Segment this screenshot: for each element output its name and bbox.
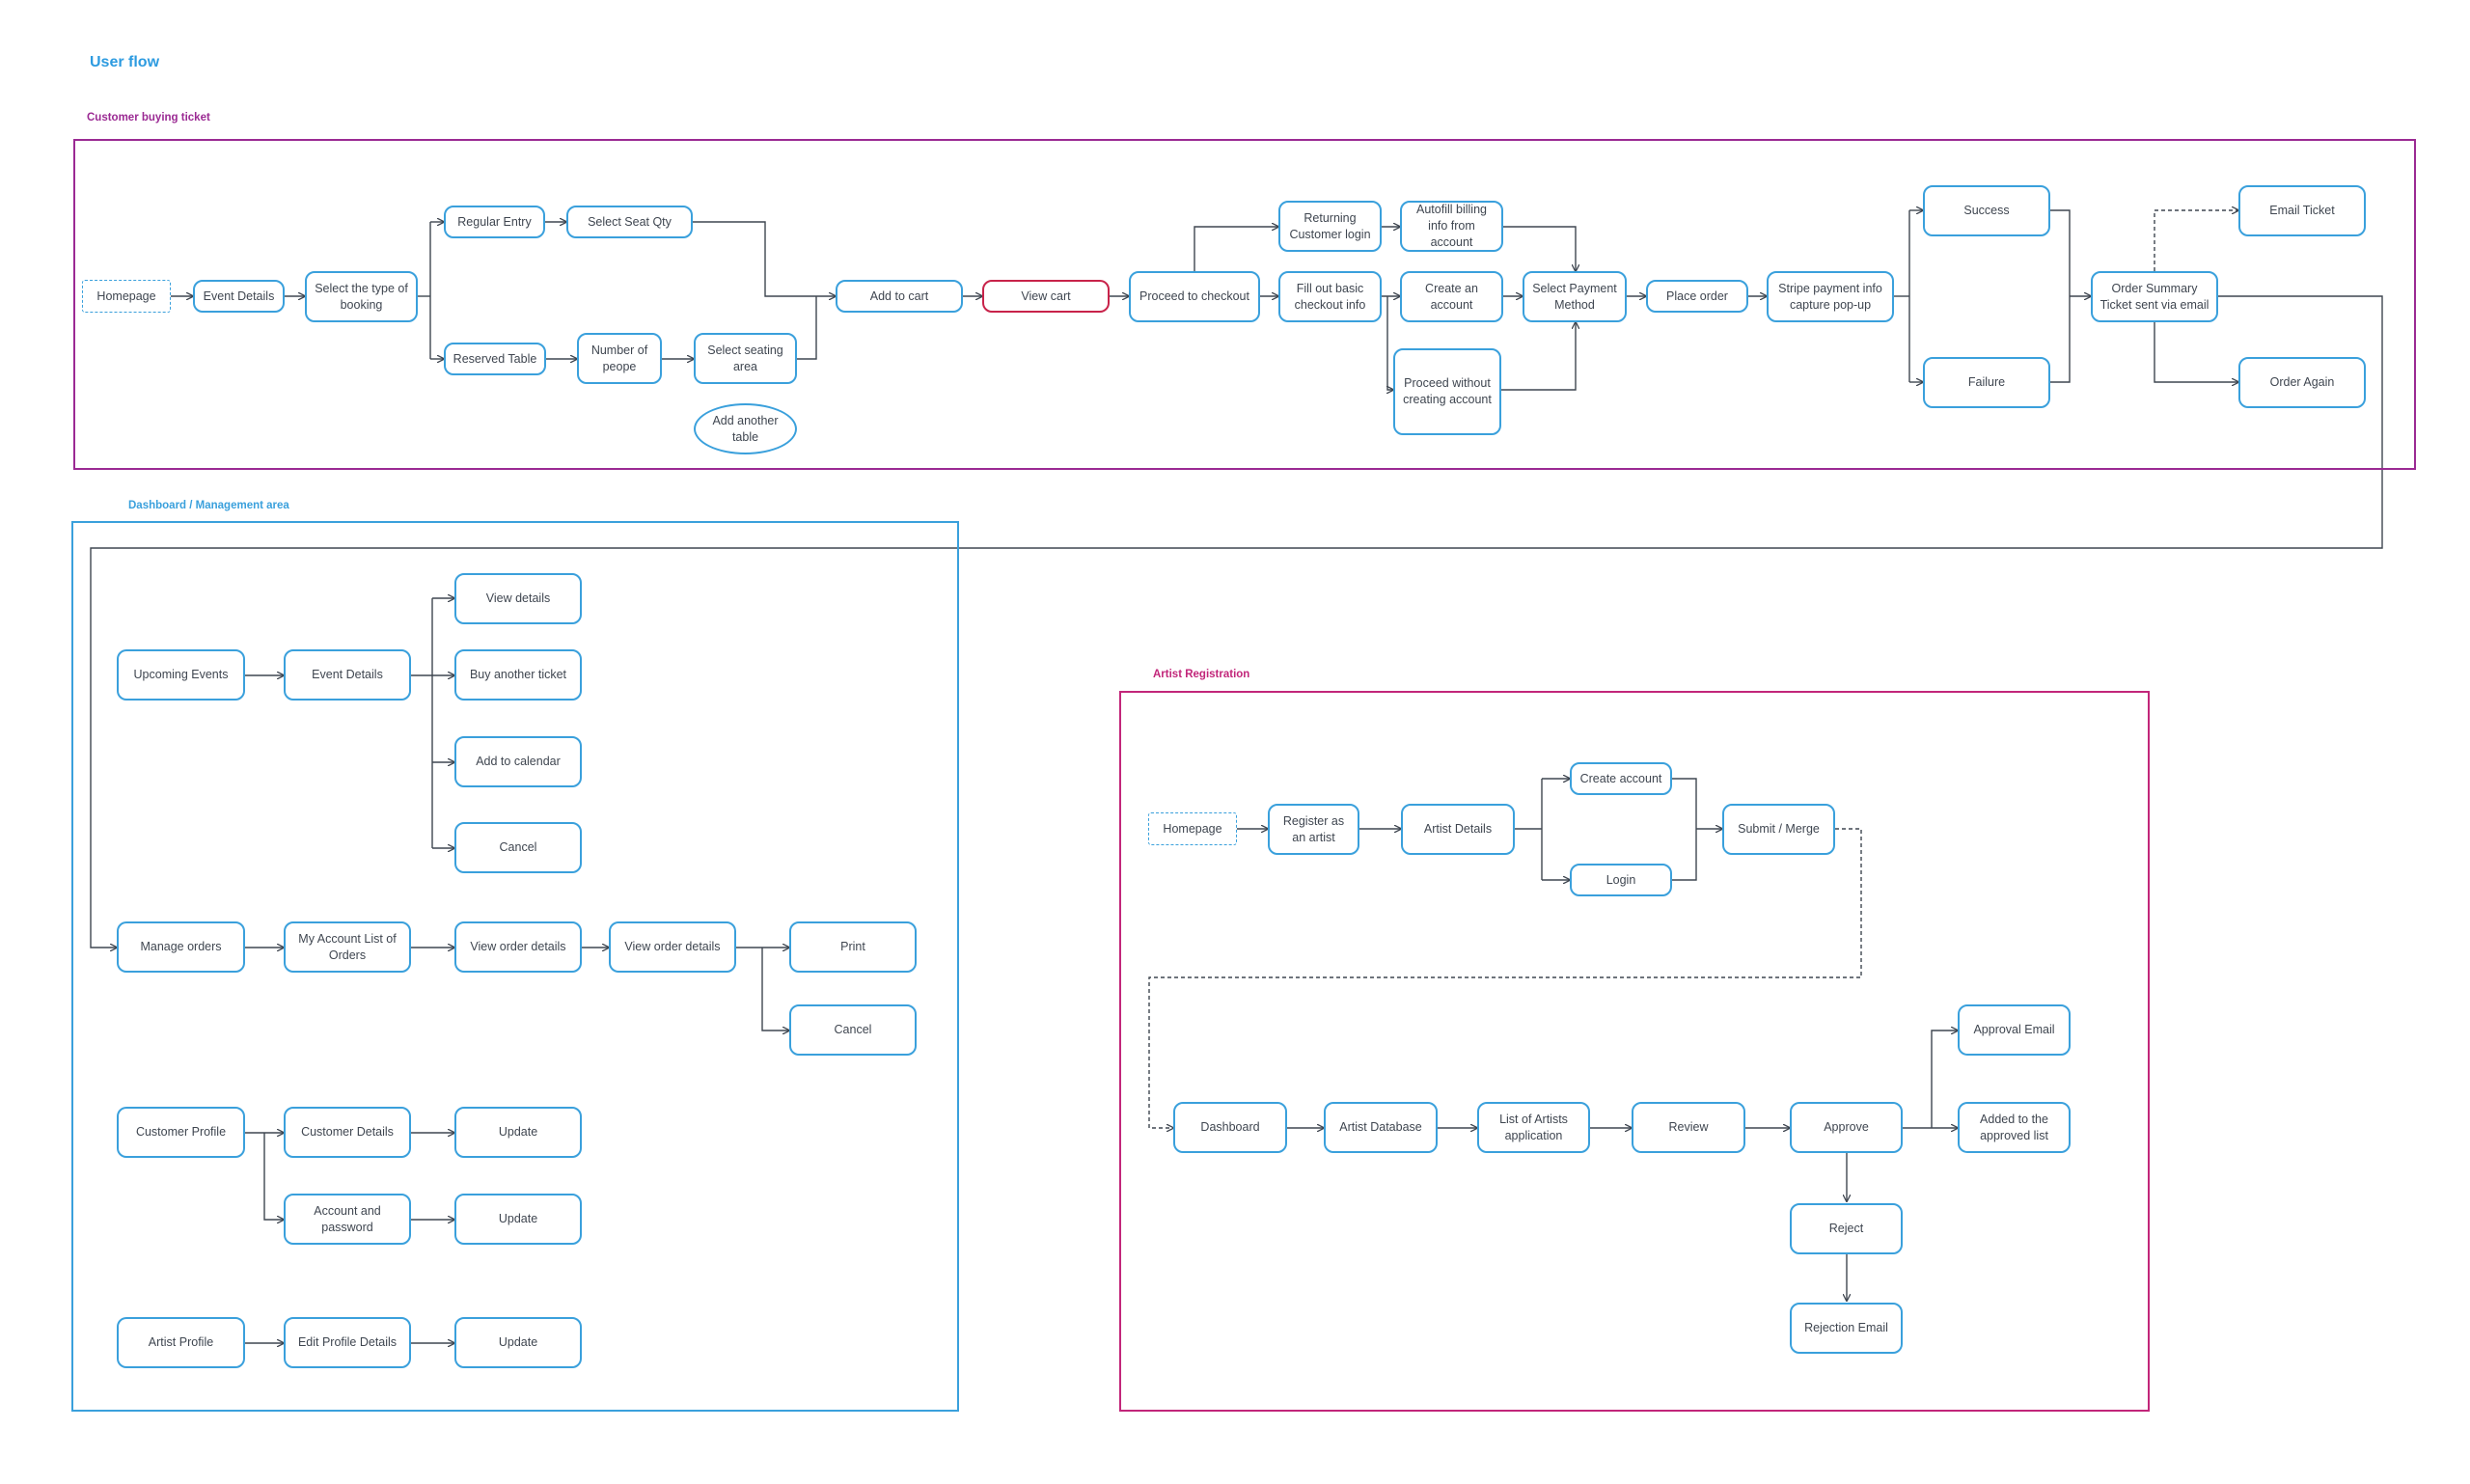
node-cancel-event[interactable]: Cancel (454, 822, 582, 873)
node-artist-details[interactable]: Artist Details (1401, 804, 1515, 855)
node-customer-details[interactable]: Customer Details (284, 1107, 411, 1158)
node-select-seat-qty[interactable]: Select Seat Qty (566, 206, 693, 238)
node-print[interactable]: Print (789, 921, 917, 973)
node-dashboard-event-details[interactable]: Event Details (284, 649, 411, 701)
node-proceed-to-checkout[interactable]: Proceed to checkout (1129, 271, 1260, 322)
node-reject[interactable]: Reject (1790, 1203, 1903, 1254)
node-select-payment-method[interactable]: Select Payment Method (1523, 271, 1627, 322)
node-add-another-table[interactable]: Add another table (694, 403, 797, 454)
node-event-details[interactable]: Event Details (193, 280, 285, 313)
node-artist-profile[interactable]: Artist Profile (117, 1317, 245, 1368)
node-update-account-password[interactable]: Update (454, 1194, 582, 1245)
node-buy-another-ticket[interactable]: Buy another ticket (454, 649, 582, 701)
node-my-account-orders[interactable]: My Account List of Orders (284, 921, 411, 973)
node-artist-login[interactable]: Login (1570, 864, 1672, 896)
node-list-of-applications[interactable]: List of Artists application (1477, 1102, 1590, 1153)
node-manage-orders[interactable]: Manage orders (117, 921, 245, 973)
node-add-to-calendar[interactable]: Add to calendar (454, 736, 582, 787)
node-update-customer-details[interactable]: Update (454, 1107, 582, 1158)
node-account-and-password[interactable]: Account and password (284, 1194, 411, 1245)
node-email-ticket[interactable]: Email Ticket (2238, 185, 2366, 236)
node-rejection-email[interactable]: Rejection Email (1790, 1303, 1903, 1354)
section-title-dashboard: Dashboard / Management area (128, 500, 289, 511)
node-submit-merge[interactable]: Submit / Merge (1722, 804, 1835, 855)
node-cancel-order[interactable]: Cancel (789, 1004, 917, 1056)
node-artist-database[interactable]: Artist Database (1324, 1102, 1438, 1153)
page-title: User flow (90, 54, 160, 70)
node-review[interactable]: Review (1632, 1102, 1745, 1153)
node-order-again[interactable]: Order Again (2238, 357, 2366, 408)
node-edit-profile-details[interactable]: Edit Profile Details (284, 1317, 411, 1368)
node-order-summary[interactable]: Order Summary Ticket sent via email (2091, 271, 2218, 322)
node-approve[interactable]: Approve (1790, 1102, 1903, 1153)
node-view-order-details-2[interactable]: View order details (609, 921, 736, 973)
node-homepage[interactable]: Homepage (82, 280, 171, 313)
node-proceed-without-account[interactable]: Proceed without creating account (1393, 348, 1501, 435)
section-frame-dashboard (71, 521, 959, 1412)
node-create-an-account[interactable]: Create an account (1400, 271, 1503, 322)
node-artist-create-account[interactable]: Create account (1570, 762, 1672, 795)
node-select-seating-area[interactable]: Select seating area (694, 333, 797, 384)
node-artist-dashboard[interactable]: Dashboard (1173, 1102, 1287, 1153)
node-success[interactable]: Success (1923, 185, 2050, 236)
node-reserved-table[interactable]: Reserved Table (444, 343, 546, 375)
node-select-booking-type[interactable]: Select the type of booking (305, 271, 418, 322)
node-approval-email[interactable]: Approval Email (1958, 1004, 2071, 1056)
section-title-customer: Customer buying ticket (87, 112, 210, 124)
node-regular-entry[interactable]: Regular Entry (444, 206, 545, 238)
section-frame-artist (1119, 691, 2150, 1412)
node-upcoming-events[interactable]: Upcoming Events (117, 649, 245, 701)
node-added-to-approved-list[interactable]: Added to the approved list (1958, 1102, 2071, 1153)
node-update-artist-profile[interactable]: Update (454, 1317, 582, 1368)
node-view-order-details-1[interactable]: View order details (454, 921, 582, 973)
node-autofill-billing[interactable]: Autofill billing info from account (1400, 201, 1503, 252)
node-view-details[interactable]: View details (454, 573, 582, 624)
node-register-as-artist[interactable]: Register as an artist (1268, 804, 1359, 855)
node-fill-basic-checkout[interactable]: Fill out basic checkout info (1278, 271, 1382, 322)
section-title-artist: Artist Registration (1153, 669, 1250, 680)
node-artist-homepage[interactable]: Homepage (1148, 812, 1237, 845)
node-failure[interactable]: Failure (1923, 357, 2050, 408)
node-stripe-payment[interactable]: Stripe payment info capture pop-up (1767, 271, 1894, 322)
node-number-of-people[interactable]: Number of peope (577, 333, 662, 384)
node-place-order[interactable]: Place order (1646, 280, 1748, 313)
section-frame-customer (73, 139, 2416, 470)
node-add-to-cart[interactable]: Add to cart (836, 280, 963, 313)
node-customer-profile[interactable]: Customer Profile (117, 1107, 245, 1158)
node-returning-customer-login[interactable]: Returning Customer login (1278, 201, 1382, 252)
node-view-cart[interactable]: View cart (982, 280, 1110, 313)
